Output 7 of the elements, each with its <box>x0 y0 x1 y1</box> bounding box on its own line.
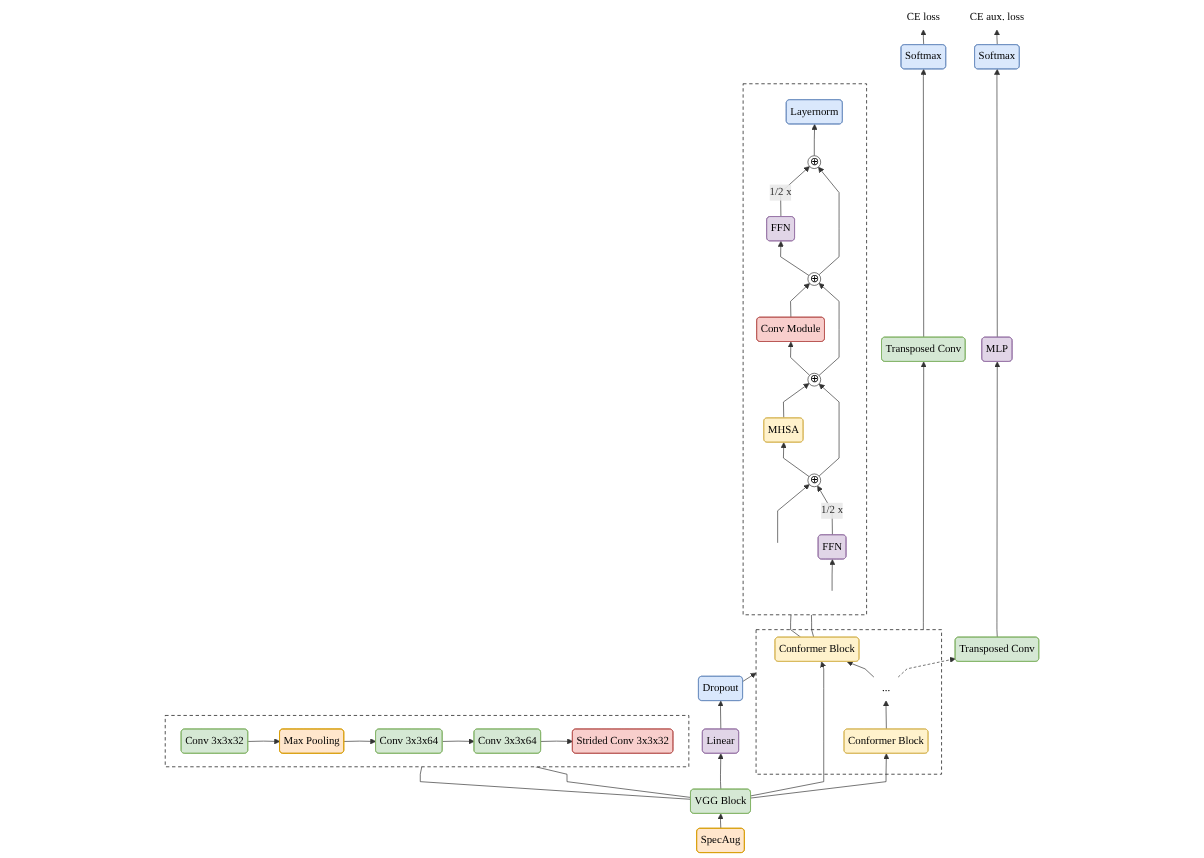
cluster <box>755 629 942 775</box>
cluster <box>742 83 867 616</box>
connector <box>535 766 691 798</box>
connector <box>419 766 691 800</box>
connector <box>811 614 814 638</box>
connector <box>790 614 801 638</box>
cluster <box>164 715 690 768</box>
